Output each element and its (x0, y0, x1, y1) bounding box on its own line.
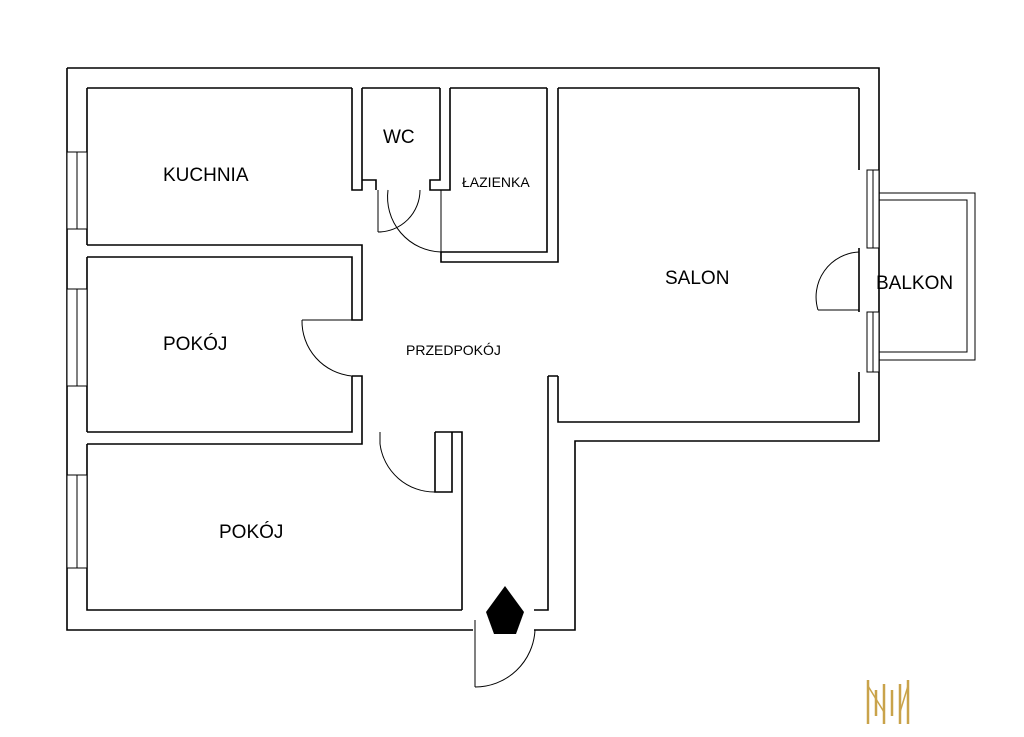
outer-wall-inner-right (557, 88, 860, 423)
kitchen-wc-wall (351, 88, 363, 191)
window-kitchen (66, 151, 88, 230)
bath-living-wall (440, 88, 559, 263)
wc-bath-wall (429, 88, 451, 191)
door-bathroom (387, 189, 442, 253)
brand-logo-icon (866, 680, 910, 724)
room1-right-wall (87, 375, 363, 445)
room2-right-wall (434, 431, 463, 610)
room-label-balcony: BALKON (876, 273, 953, 294)
room-label-wc: WC (383, 127, 415, 148)
window-salon-lower (866, 311, 880, 373)
room-label-room-1: POKÓJ (163, 333, 227, 355)
window-room-1 (66, 288, 88, 387)
door-room-1 (301, 319, 353, 377)
balcony-outline (879, 192, 976, 361)
door-entrance[interactable] (474, 620, 536, 688)
outer-wall-outline (66, 67, 880, 631)
room-label-hallway: PRZEDPOKÓJ (406, 342, 501, 358)
room-label-kitchen: KUCHNIA (163, 165, 249, 186)
wc-bottom-stub (362, 179, 377, 190)
window-room-2 (66, 474, 88, 569)
kitchen-wall (87, 244, 363, 321)
hall-right-wall (534, 375, 558, 611)
room-label-salon: SALON (665, 268, 729, 289)
window-salon-upper (866, 169, 880, 249)
room-label-bathroom: ŁAZIENKA (462, 174, 530, 190)
door-wc (377, 189, 421, 233)
entrance-marker-icon (486, 586, 524, 634)
room-label-room-2: POKÓJ (219, 521, 283, 543)
door-balcony (815, 251, 860, 311)
door-room-2 (379, 432, 436, 493)
